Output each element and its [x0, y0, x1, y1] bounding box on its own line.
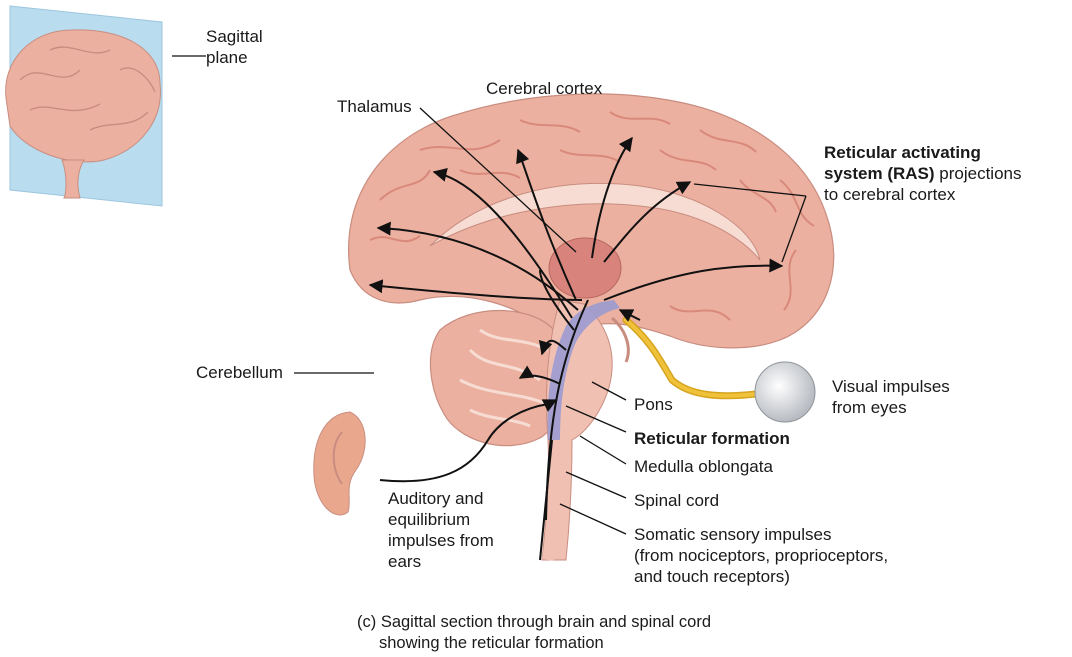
- label-somatic-sensory: Somatic sensory impulses (from nocicepto…: [634, 524, 888, 587]
- inset-brain: [6, 30, 161, 162]
- label-ras-rest2: to cerebral cortex: [824, 185, 955, 204]
- label-medulla-oblongata: Medulla oblongata: [634, 456, 773, 477]
- label-ras: Reticular activating system (RAS) projec…: [824, 142, 1070, 205]
- label-cerebral-cortex: Cerebral cortex: [486, 78, 602, 99]
- label-sagittal-plane: Sagittal plane: [206, 26, 263, 68]
- sagittal-plane-inset: [6, 6, 206, 206]
- label-ras-rest1: projections: [935, 164, 1022, 183]
- ear: [314, 412, 365, 515]
- figure-caption: (c) Sagittal section through brain and s…: [357, 612, 711, 654]
- eye: [755, 362, 815, 422]
- caption-line-2: showing the reticular formation: [357, 633, 711, 654]
- label-auditory: Auditory and equilibrium impulses from e…: [388, 488, 494, 572]
- caption-line-1: (c) Sagittal section through brain and s…: [357, 612, 711, 633]
- label-reticular-formation: Reticular formation: [634, 428, 790, 449]
- thalamus: [549, 238, 621, 298]
- label-pons: Pons: [634, 394, 673, 415]
- label-spinal-cord: Spinal cord: [634, 490, 719, 511]
- label-thalamus: Thalamus: [337, 96, 412, 117]
- label-visual-impulses: Visual impulses from eyes: [832, 376, 950, 418]
- label-cerebellum: Cerebellum: [196, 362, 283, 383]
